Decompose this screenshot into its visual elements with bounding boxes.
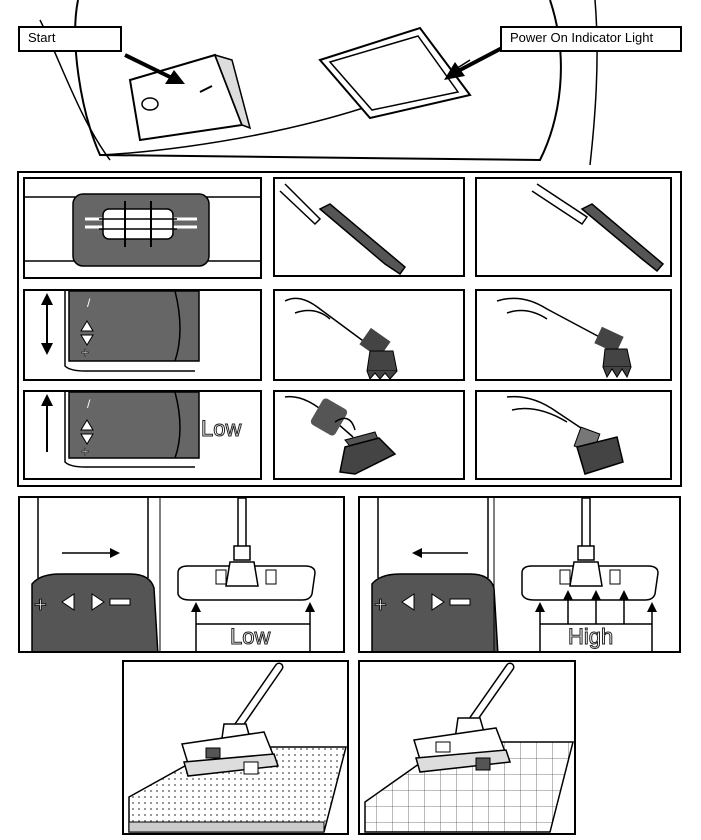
svg-text:/: / [87, 397, 91, 411]
panel-floor-nozzle-2 [475, 390, 672, 480]
nozzle-hardfloor-drawing [364, 662, 574, 833]
svg-text:+: + [81, 344, 89, 360]
floor-nozzle-drawing-2 [506, 395, 624, 475]
indicator-light-icon [318, 26, 472, 120]
plus-icon: + [34, 592, 47, 617]
panel-slider-updown: / + [23, 289, 262, 381]
suction-high-label: High [568, 624, 613, 649]
floor-nozzle-drawing-1 [284, 395, 397, 475]
svg-text:+: + [81, 443, 89, 459]
crevice-tool-drawing-1 [279, 183, 407, 275]
up-triangle-icon [80, 419, 94, 431]
accessory-grid-frame [17, 171, 682, 487]
suction-high-drawing: + High [371, 498, 659, 651]
power-indicator-label: Power On Indicator Light [510, 30, 654, 45]
panel-slider-low: / + Low [23, 390, 262, 480]
right-triangle-icon [91, 593, 105, 611]
machine-body-drawing [39, 0, 598, 166]
panel-crevice-tool-2 [475, 177, 672, 277]
svg-text:/: / [87, 296, 91, 310]
power-indicator-callout: Power On Indicator Light [500, 26, 682, 52]
slider-updown-drawing: / + [41, 291, 200, 372]
brush-attach-drawing-1 [284, 297, 398, 379]
left-triangle-icon [401, 593, 415, 611]
panel-suction-high: + High [358, 496, 681, 653]
crevice-tool-drawing-2 [531, 183, 665, 273]
grid-low-label: Low [201, 416, 241, 441]
slider-low-drawing: / + Low [41, 392, 242, 468]
panel-brush-attach-1 [273, 289, 465, 381]
panel-nozzle-hardfloor [358, 660, 576, 835]
panel-floor-nozzle-1 [273, 390, 465, 480]
left-triangle-icon [61, 593, 75, 611]
down-triangle-icon [80, 433, 94, 445]
up-triangle-icon [80, 320, 94, 332]
rocker-switch-icon [128, 53, 252, 142]
brush-attach-drawing-2 [496, 297, 632, 379]
panel-nozzle-carpet [122, 660, 349, 835]
down-triangle-icon [80, 334, 94, 346]
panel-crevice-tool-1 [273, 177, 465, 277]
suction-low-drawing: + Low [31, 498, 316, 651]
top-illustration: Start Power On Indicator Light [0, 0, 701, 170]
panel-slider-grip [23, 177, 262, 279]
panel-brush-attach-2 [475, 289, 672, 381]
panel-suction-low: + Low [18, 496, 345, 653]
right-triangle-icon [431, 593, 445, 611]
nozzle-carpet-drawing [128, 662, 347, 833]
suction-low-label: Low [230, 624, 270, 649]
plus-icon: + [374, 592, 387, 617]
minus-icon [449, 598, 471, 606]
minus-icon [109, 598, 131, 606]
start-callout: Start [18, 26, 122, 52]
start-label: Start [28, 30, 56, 45]
slider-grip-drawing [25, 193, 260, 267]
